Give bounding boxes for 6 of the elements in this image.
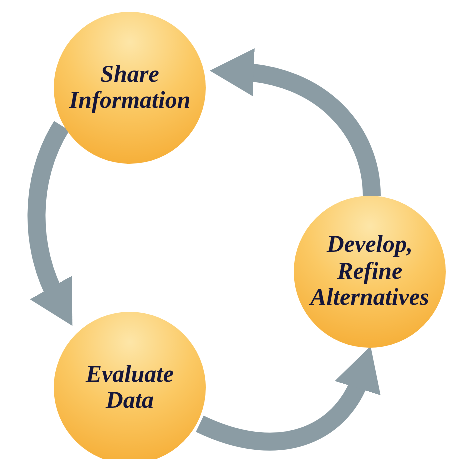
stage-label: Evaluate Data [84, 362, 175, 414]
stage-label: Share Information [68, 62, 192, 114]
curved-arrow [210, 49, 381, 197]
curved-arrow [28, 122, 74, 327]
stage-label: Develop, Refine Alternatives [308, 232, 430, 312]
curved-arrow [196, 347, 380, 451]
